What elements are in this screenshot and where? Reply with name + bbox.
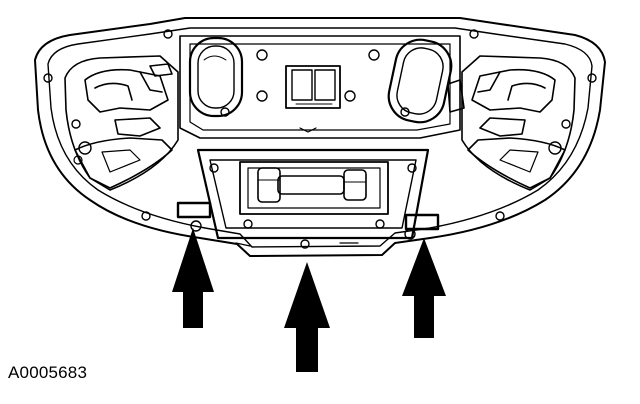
console-outer-outline [34, 17, 606, 257]
left-arrow [172, 228, 214, 328]
center-switch-module [285, 65, 341, 109]
right-arrow [402, 238, 446, 338]
figure-id-label: A0005683 [8, 363, 88, 382]
center-arrow [284, 262, 330, 372]
left-release-tab [176, 201, 212, 219]
left-visor-light-lens [188, 36, 244, 118]
screw-holes [43, 29, 597, 249]
right-lamp-assembly [447, 55, 576, 191]
right-visor-light-lens [387, 38, 453, 124]
right-release-tab [404, 213, 440, 231]
center-panel-inner [189, 43, 451, 131]
left-lamp-assembly [64, 55, 179, 191]
center-panel-outline [179, 35, 461, 139]
center-lamp-bulb-housing [257, 167, 367, 203]
console-inner-rim [47, 27, 593, 248]
